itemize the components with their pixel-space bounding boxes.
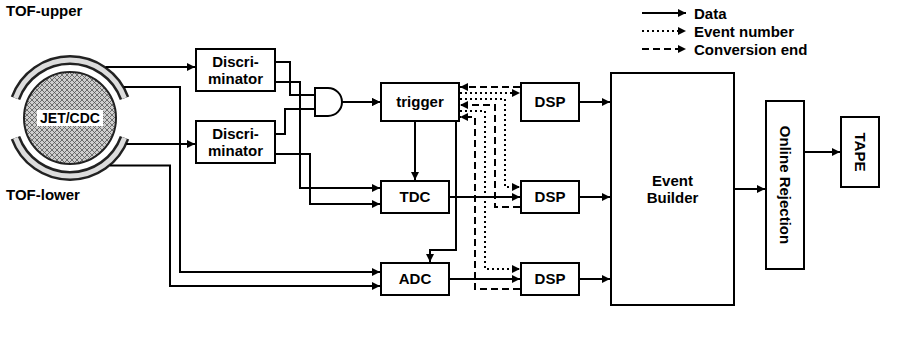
legend-text: Event number <box>694 23 794 40</box>
node-text: DSP <box>535 93 566 110</box>
data-arrow <box>580 278 610 280</box>
adc-box: ADC <box>380 262 450 296</box>
node-text: Online Rejection <box>777 126 794 244</box>
legend-text: Data <box>694 5 727 22</box>
conversion-end-arrow <box>460 86 520 88</box>
detector-circle-shape <box>24 72 116 164</box>
and-gate <box>315 88 342 116</box>
detector-circle: JET/CDC <box>22 70 118 166</box>
part-label: TOF-upper <box>6 2 82 19</box>
legend-sample <box>640 6 688 20</box>
event-number-arrow <box>460 92 520 94</box>
event-builder-box: Event Builder <box>610 72 735 306</box>
tape-box: TAPE <box>840 116 880 188</box>
node-text: ADC <box>399 270 432 287</box>
legend-sample <box>640 24 688 38</box>
node-text: Discri- minator <box>197 125 274 160</box>
data-arrow <box>735 188 765 190</box>
online-rejection-box: Online Rejection <box>765 100 805 270</box>
legend-row: Conversion end <box>640 40 807 58</box>
data-arrow <box>580 101 610 103</box>
legend-sample <box>640 42 688 56</box>
node-text: JET/CDC <box>37 110 103 126</box>
trigger-box: trigger <box>380 82 460 122</box>
data-arrow <box>805 151 840 153</box>
signal-wire <box>106 66 195 68</box>
legend-row: Event number <box>640 22 807 40</box>
node-text: trigger <box>396 93 444 110</box>
node-text: Discri- minator <box>197 53 274 88</box>
data-arrow <box>450 278 520 280</box>
legend-line <box>642 48 686 50</box>
legend-line <box>642 30 686 32</box>
node-text: DSP <box>535 188 566 205</box>
signal-wire <box>126 143 195 145</box>
conversion-end-arrow <box>460 117 520 289</box>
node-text: TDC <box>400 188 431 205</box>
data-arrow <box>414 122 416 180</box>
data-arrow <box>450 196 520 198</box>
legend: DataEvent numberConversion end <box>640 4 807 58</box>
signal-wire <box>124 87 380 272</box>
dsp-box: DSP <box>520 262 580 296</box>
dsp-box: DSP <box>520 82 580 122</box>
event-number-arrow <box>460 111 520 269</box>
part-label: TOF-lower <box>6 186 80 203</box>
discriminator-box: Discri- minator <box>195 120 276 164</box>
node-text: TAPE <box>852 133 869 172</box>
legend-row: Data <box>640 4 807 22</box>
data-arrow <box>580 196 610 198</box>
dsp-box: DSP <box>520 180 580 214</box>
node-text: DSP <box>535 270 566 287</box>
discriminator-box: Discri- minator <box>195 48 276 92</box>
conversion-end-arrow <box>460 105 520 207</box>
tdc-box: TDC <box>380 180 450 214</box>
signal-wire <box>110 166 380 287</box>
legend-line <box>642 12 686 14</box>
legend-text: Conversion end <box>694 41 807 58</box>
event-number-arrow <box>460 99 520 187</box>
node-text: Event Builder <box>633 172 713 207</box>
data-arrow <box>276 82 380 188</box>
data-arrow <box>276 154 380 204</box>
